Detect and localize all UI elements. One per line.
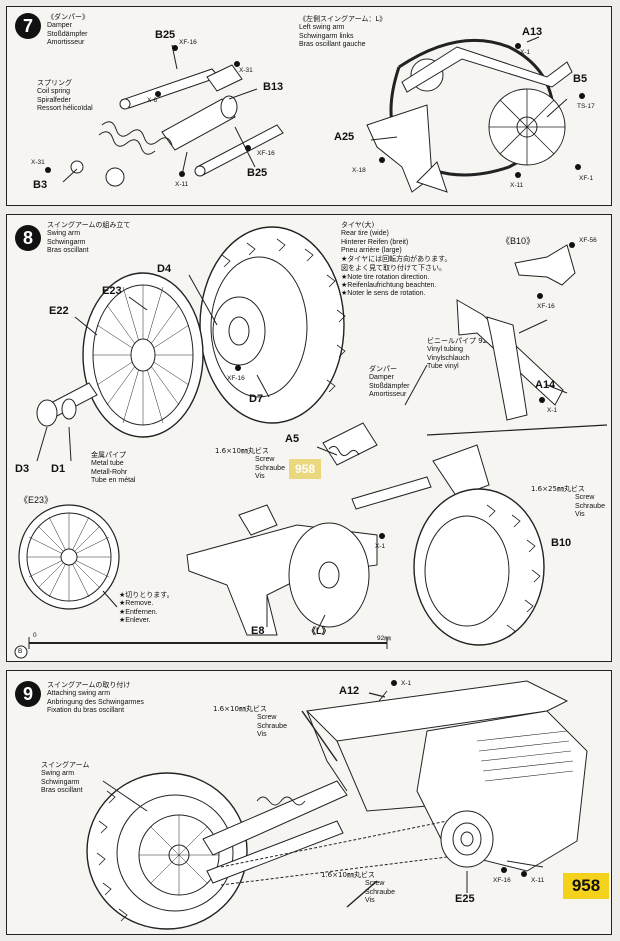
part-e23: E23 (102, 285, 122, 297)
part-e22: E22 (49, 305, 69, 317)
part-b3: B3 (33, 179, 48, 191)
b10-box-label: 《B10》 (501, 236, 536, 246)
step-7-drawing (62, 36, 573, 193)
color-x31: X-31 (31, 159, 45, 166)
part-a14: A14 (535, 379, 556, 391)
rear-tire-caption: タイヤ(大) Rear tire (wide) Hinterer Reifen … (341, 221, 452, 298)
paint-dot (539, 397, 545, 403)
paint-dot (391, 680, 397, 686)
screw-25mm-caption: 1.6×25㎜丸ビス Screw Schraube Vis (531, 485, 605, 518)
color-x1: X-1 (520, 49, 531, 56)
step-9-panel: 9 スイングアームの取り付け Attaching swing arm Anbri… (6, 670, 612, 935)
part-d7: D7 (249, 393, 264, 405)
damper-caption: 《ダンパー》 Damper Stoßdämpfer Amortisseur (47, 13, 89, 46)
part-a25: A25 (334, 131, 355, 143)
step-number: 8 (15, 225, 41, 251)
paint-dot (579, 93, 585, 99)
part-b25-bottom: B25 (247, 167, 268, 179)
part-a13: A13 (522, 26, 543, 38)
color-x1: X-1 (375, 543, 386, 550)
color-x1: X-1 (401, 680, 412, 687)
screw-10mm-caption: 1.6×10㎜丸ビス Screw Schraube Vis (215, 447, 285, 480)
page-number-badge: 958 (563, 873, 609, 899)
color-xf1: XF-1 (579, 175, 594, 182)
color-xf16: XF-16 (493, 877, 511, 884)
part-a12: A12 (339, 685, 360, 697)
color-xf16: XF-16 (227, 375, 245, 382)
left-swing-arm-caption: 《左側スイングアーム：L》 Left swing arm Schwingarm … (299, 15, 387, 48)
remove-note: ★切りとります。 ★Remove. ★Entfernen. ★Enlever. (119, 591, 174, 624)
attaching-swing-arm-title: スイングアームの取り付け Attaching swing arm Anbring… (47, 681, 144, 714)
scale-end: 92㎜ (377, 635, 391, 642)
color-x18: X-18 (352, 167, 366, 174)
paint-dot (235, 365, 241, 371)
metal-tube-caption: 金属パイプ Metal tube Metall-Rohr Tube en mét… (91, 451, 136, 484)
paint-dot (245, 145, 251, 151)
scale-marker-b: B (18, 648, 23, 655)
coil-spring-caption: スプリング Coil spring Spiralfeder Ressort hé… (37, 79, 93, 112)
paint-dot (569, 242, 575, 248)
paint-dot (515, 172, 521, 178)
color-ts17: TS-17 (577, 103, 595, 110)
paint-dot (379, 533, 385, 539)
part-b5: B5 (573, 73, 588, 85)
paint-dot (575, 164, 581, 170)
step-number: 7 (15, 13, 41, 39)
part-d3: D3 (15, 463, 30, 475)
color-x11: X-11 (510, 182, 524, 189)
paint-dot (501, 867, 507, 873)
part-d4: D4 (157, 263, 172, 275)
paint-dot (179, 171, 185, 177)
step-8-drawing (14, 226, 608, 659)
paint-dot (379, 157, 385, 163)
color-x31: X-31 (239, 67, 253, 74)
part-d1: D1 (51, 463, 66, 475)
step-number: 9 (15, 681, 41, 707)
paint-dot (172, 45, 178, 51)
color-x1: X-1 (547, 407, 558, 414)
part-b13: B13 (263, 81, 284, 93)
step-8-panel: 8 スイングアームの組み立て Swing arm Schwingarm Bras… (6, 214, 612, 662)
paint-dot (515, 43, 521, 49)
part-e8: E8 (251, 625, 265, 637)
watermark-badge: 958 (289, 459, 321, 479)
step-9-drawing (86, 680, 588, 930)
scale-start: 0 (33, 632, 37, 639)
paint-dot (45, 167, 51, 173)
part-l: 《L》 (307, 626, 331, 636)
color-xf16: XF-16 (537, 303, 555, 310)
color-xf56: XF-56 (579, 237, 597, 244)
e23-box-label: 《E23》 (19, 495, 54, 505)
paint-dot (537, 293, 543, 299)
color-x11: X-11 (175, 181, 189, 188)
swing-arm-title: スイングアームの組み立て Swing arm Schwingarm Bras o… (47, 221, 131, 254)
step-7-panel: 7 《ダンパー》 Damper Stoßdämpfer Amortisseur … (6, 6, 612, 206)
paint-dot (521, 871, 527, 877)
screw-top-caption: 1.6×10㎜丸ビス Screw Schraube Vis (213, 705, 287, 738)
part-b25-top: B25 (155, 29, 176, 41)
part-b10: B10 (551, 537, 572, 549)
paint-dot (234, 61, 240, 67)
color-x11: X-11 (531, 877, 545, 884)
part-e25: E25 (455, 893, 475, 905)
color-xf16: XF-16 (179, 39, 197, 46)
damper-caption: ダンパー Damper Stoßdämpfer Amortisseur (369, 365, 410, 398)
color-x6: X-6 (147, 97, 158, 104)
part-a5: A5 (285, 433, 300, 445)
paint-dot (155, 91, 161, 97)
swing-arm-caption: スイングアーム Swing arm Schwingarm Bras oscill… (41, 761, 90, 794)
color-xf16: XF-16 (257, 150, 275, 157)
